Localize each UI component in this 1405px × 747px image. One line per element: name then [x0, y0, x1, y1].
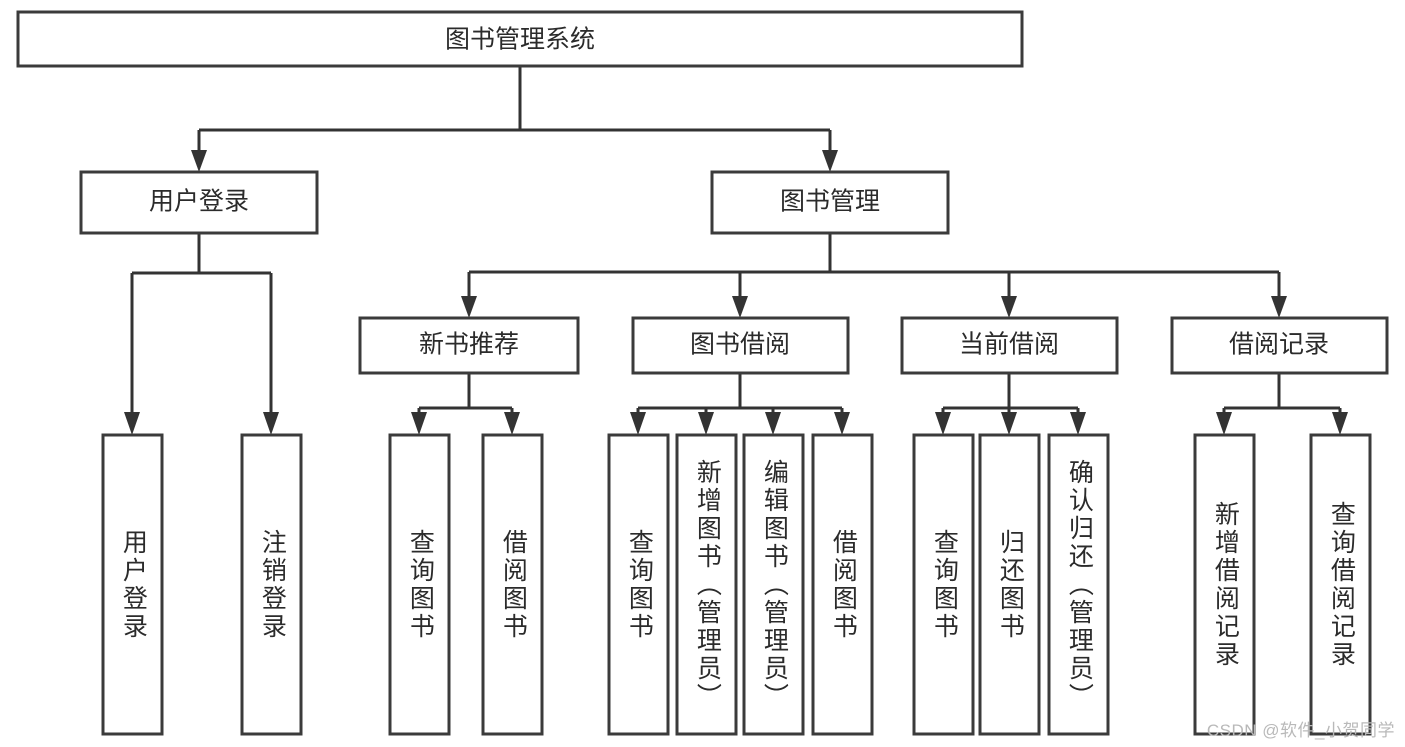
leaf-borrow-book-1-box[interactable] — [481, 433, 544, 736]
arrow-to-current-borrow — [1001, 296, 1017, 318]
arrow-to-leaf-query-record — [1332, 412, 1348, 435]
connector-layer — [124, 66, 1348, 435]
leaf-edit-book-box[interactable] — [742, 433, 805, 736]
arrow-to-leaf-add-book — [698, 412, 714, 435]
node-leaf-borrow-book-1[interactable]: 借阅图书 — [481, 433, 544, 736]
leaf-add-record-label: 新增借阅记录 — [1211, 501, 1240, 669]
link-root-to-bus — [197, 66, 832, 152]
node-user-login[interactable]: 用户登录 — [79, 170, 319, 235]
csdn-watermark: CSDN @软件_小贺同学 — [1206, 721, 1395, 740]
leaf-query-record-box[interactable] — [1309, 433, 1372, 736]
arrow-to-new-book-recommend — [461, 296, 477, 318]
leaf-user-logout-box[interactable] — [240, 433, 303, 736]
leaf-borrow-book-2-label: 借阅图书 — [829, 529, 858, 641]
node-leaf-add-record[interactable]: 新增借阅记录 — [1193, 433, 1256, 736]
borrow-record-box[interactable] — [1170, 316, 1389, 375]
node-leaf-borrow-book-2[interactable]: 借阅图书 — [811, 433, 874, 736]
user-login-label: 用户登录 — [149, 188, 249, 216]
new-book-recommend-box[interactable] — [358, 316, 580, 375]
leaf-query-book-1-label: 查询图书 — [406, 529, 435, 641]
node-leaf-confirm-return[interactable]: 确认归还（管理员） — [1047, 433, 1110, 736]
arrow-to-leaf-edit-book — [765, 412, 781, 435]
node-leaf-return-book[interactable]: 归还图书 — [978, 433, 1041, 736]
leaf-add-book-label: 新增图书（管理员） — [693, 459, 722, 711]
node-book-borrow[interactable]: 图书借阅 — [631, 316, 850, 375]
node-leaf-query-book-3[interactable]: 查询图书 — [912, 433, 975, 736]
leaf-query-book-3-box[interactable] — [912, 433, 975, 736]
leaf-edit-book-label: 编辑图书（管理员） — [760, 459, 789, 711]
current-borrow-label: 当前借阅 — [959, 331, 1059, 359]
borrow-record-label: 借阅记录 — [1229, 331, 1329, 359]
leaf-confirm-return-box[interactable] — [1047, 433, 1110, 736]
leaf-return-book-label: 归还图书 — [996, 529, 1025, 641]
node-leaf-user-logout[interactable]: 注销登录 — [240, 433, 303, 736]
arrow-to-leaf-return-book — [1001, 412, 1017, 435]
root-box[interactable] — [16, 10, 1024, 68]
node-book-manage[interactable]: 图书管理 — [710, 170, 950, 235]
leaf-borrow-book-2-box[interactable] — [811, 433, 874, 736]
node-leaf-user-login[interactable]: 用户登录 — [101, 433, 164, 736]
link-bookmanage-to-bus — [467, 233, 1281, 298]
current-borrow-box[interactable] — [900, 316, 1119, 375]
arrow-to-leaf-user-login — [124, 412, 140, 435]
book-manage-label: 图书管理 — [780, 188, 880, 216]
arrow-to-book-manage — [822, 150, 838, 172]
node-current-borrow[interactable]: 当前借阅 — [900, 316, 1119, 375]
leaf-return-book-box[interactable] — [978, 433, 1041, 736]
leaf-query-book-2-box[interactable] — [607, 433, 670, 736]
new-book-recommend-label: 新书推荐 — [419, 331, 519, 359]
arrow-to-leaf-user-logout — [263, 412, 279, 435]
leaf-query-book-3-label: 查询图书 — [930, 529, 959, 641]
leaf-user-logout-label: 注销登录 — [258, 529, 287, 641]
arrow-to-leaf-borrow-book-2 — [834, 412, 850, 435]
leaf-borrow-book-1-label: 借阅图书 — [499, 529, 528, 641]
arrow-to-leaf-query-book-2 — [630, 412, 646, 435]
arrow-to-leaf-add-record — [1216, 412, 1232, 435]
root-label: 图书管理系统 — [445, 26, 595, 54]
node-leaf-edit-book[interactable]: 编辑图书（管理员） — [742, 433, 805, 736]
book-borrow-label: 图书借阅 — [690, 331, 790, 359]
arrow-to-leaf-query-book-1 — [411, 412, 427, 435]
link-userlogin-to-bus — [130, 233, 273, 414]
leaf-query-book-2-label: 查询图书 — [625, 529, 654, 641]
link-bookborrow-to-bus — [636, 373, 844, 414]
arrow-to-leaf-query-book-3 — [935, 412, 951, 435]
arrow-to-leaf-borrow-book-1 — [504, 412, 520, 435]
book-borrow-box[interactable] — [631, 316, 850, 375]
leaf-add-book-box[interactable] — [675, 433, 738, 736]
leaf-user-login-label: 用户登录 — [119, 529, 148, 641]
node-leaf-add-book[interactable]: 新增图书（管理员） — [675, 433, 738, 736]
user-login-box[interactable] — [79, 170, 319, 235]
link-currentborrow-to-bus — [941, 373, 1080, 414]
leaf-user-login-box[interactable] — [101, 433, 164, 736]
arrow-to-borrow-record — [1271, 296, 1287, 318]
arrow-to-book-borrow — [732, 296, 748, 318]
node-new-book-recommend[interactable]: 新书推荐 — [358, 316, 580, 375]
book-manage-box[interactable] — [710, 170, 950, 235]
link-borrowrecord-to-bus — [1222, 373, 1342, 414]
arrow-to-leaf-confirm-return — [1070, 412, 1086, 435]
leaf-query-record-label: 查询借阅记录 — [1327, 501, 1356, 669]
link-newbook-to-bus — [417, 373, 514, 414]
node-leaf-query-book-2[interactable]: 查询图书 — [607, 433, 670, 736]
node-borrow-record[interactable]: 借阅记录 — [1170, 316, 1389, 375]
node-root[interactable]: 图书管理系统 — [16, 10, 1024, 68]
leaf-add-record-box[interactable] — [1193, 433, 1256, 736]
node-leaf-query-record[interactable]: 查询借阅记录 — [1309, 433, 1372, 736]
leaf-confirm-return-label: 确认归还（管理员） — [1065, 459, 1094, 711]
arrow-to-user-login — [191, 150, 207, 172]
node-leaf-query-book-1[interactable]: 查询图书 — [388, 433, 451, 736]
leaf-query-book-1-box[interactable] — [388, 433, 451, 736]
